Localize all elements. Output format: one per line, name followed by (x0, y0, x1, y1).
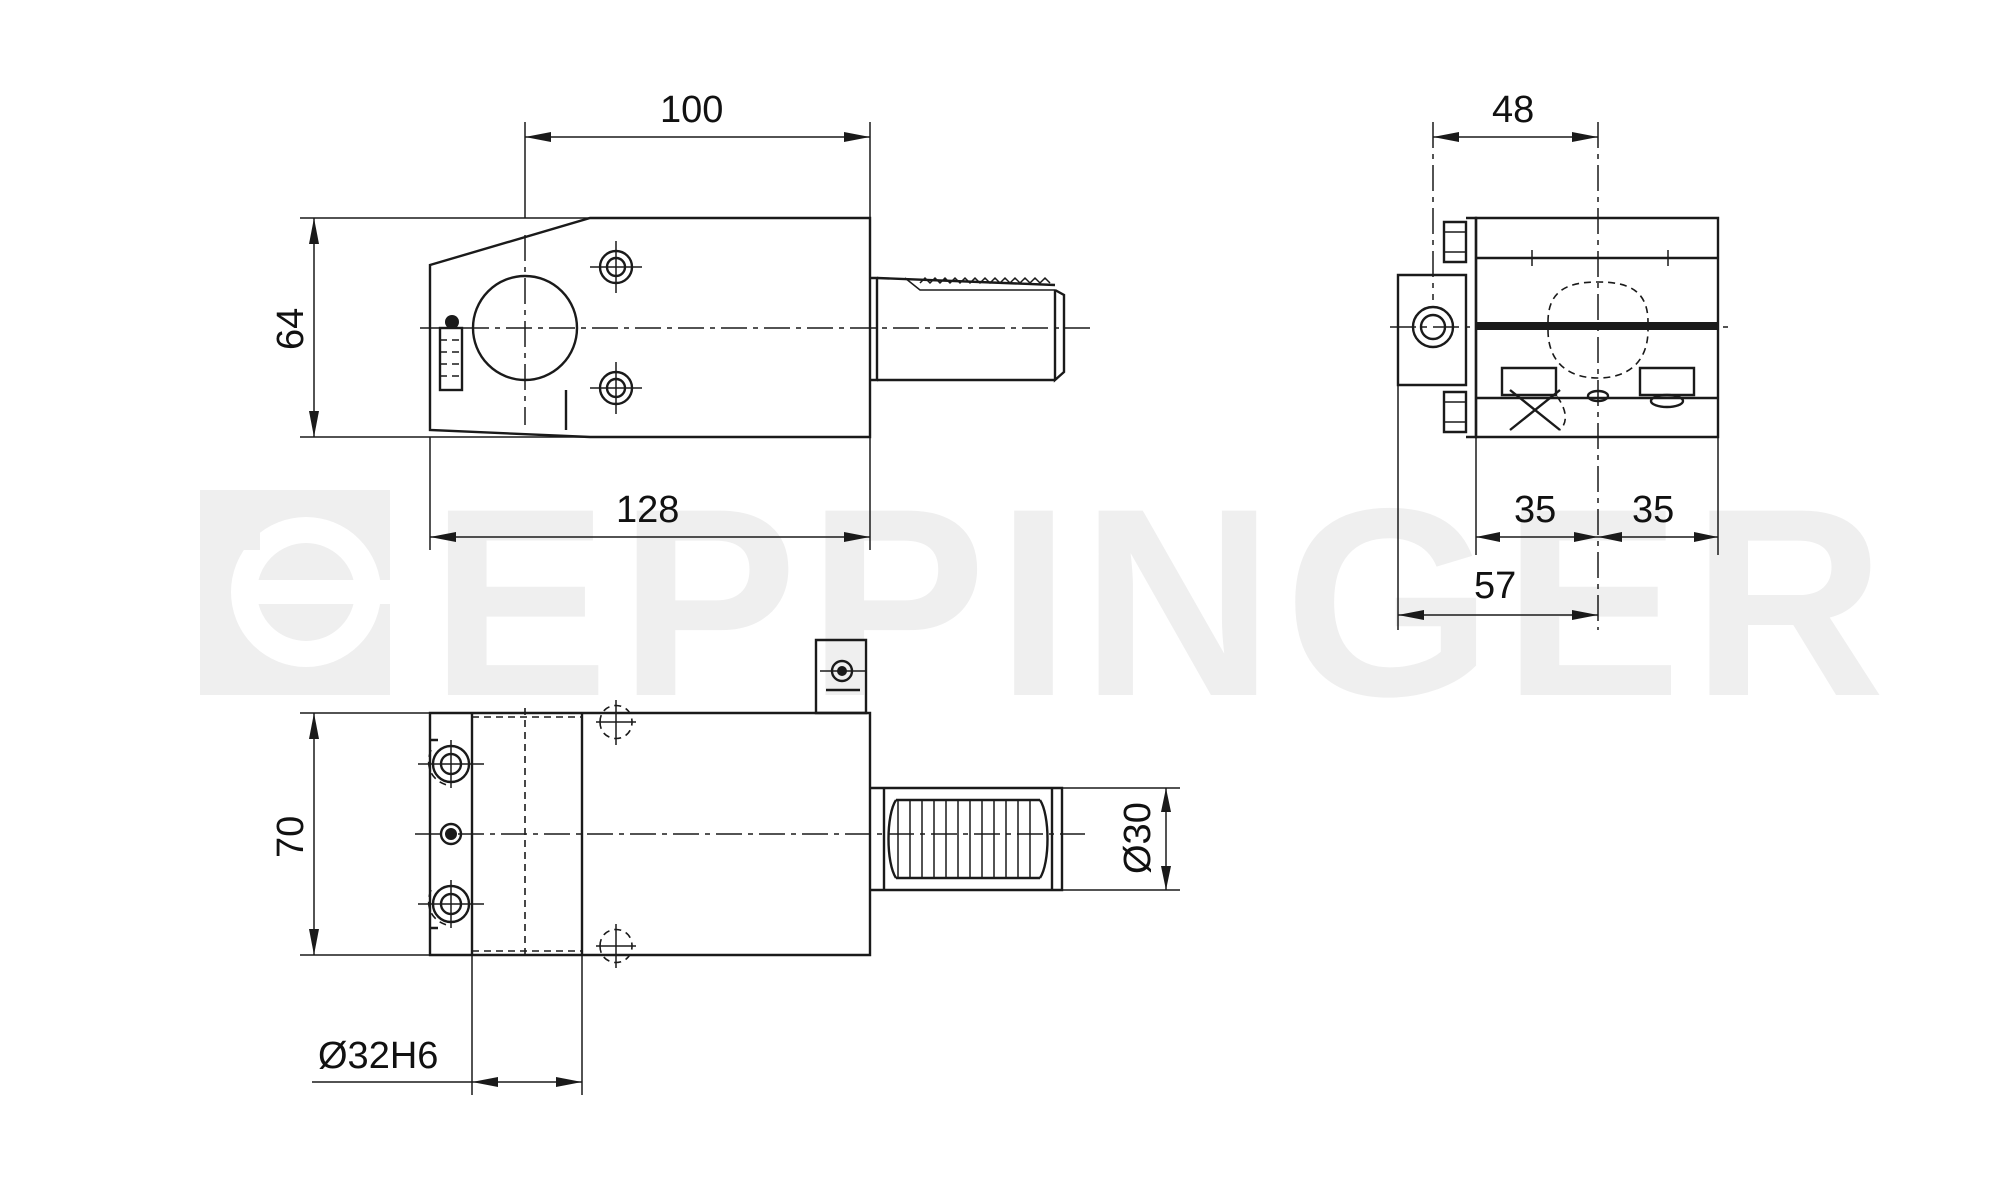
dim-128-label: 128 (616, 489, 679, 531)
front-mounting-hole-bottom (590, 362, 642, 414)
top-screw-upper (418, 740, 484, 788)
end-clamp-right (1638, 366, 1696, 409)
dim-48: 48 (1433, 89, 1598, 142)
dim-100-label: 100 (660, 89, 723, 131)
dim-64-label: 64 (270, 308, 312, 350)
dim-57: 57 (1398, 565, 1598, 620)
watermark: EPPINGER (200, 452, 1895, 752)
front-view: 100 64 128 (270, 89, 1090, 550)
top-view: 70 Ø30 Ø32H6 (270, 638, 1180, 1095)
end-view: 48 35 35 57 (1390, 89, 1730, 630)
dim-d30-label: Ø30 (1117, 802, 1159, 874)
dim-128: 128 (430, 489, 870, 542)
front-shank (870, 276, 1066, 383)
end-clamp-left (1500, 366, 1561, 431)
top-shank (870, 786, 1064, 892)
dim-100: 100 (525, 89, 870, 142)
watermark-text: EPPINGER (430, 452, 1895, 752)
top-hidden-hole-lower (596, 924, 636, 968)
top-screw-lower (418, 880, 484, 928)
dim-64: 64 (270, 218, 319, 437)
top-hidden-hole-upper (596, 700, 636, 745)
top-body-outline (428, 711, 872, 957)
dim-d32h6-label: Ø32H6 (318, 1035, 438, 1077)
dim-d30: Ø30 (1117, 788, 1171, 890)
dim-35-left-label: 35 (1514, 489, 1556, 531)
dim-35-left: 35 (1476, 489, 1598, 542)
watermark-logo-icon (200, 490, 396, 695)
dim-48-label: 48 (1492, 89, 1534, 131)
dim-35-right-label: 35 (1632, 489, 1674, 531)
dim-35-right: 35 (1598, 489, 1718, 542)
dim-57-label: 57 (1474, 565, 1516, 607)
top-mounting-block (814, 638, 868, 715)
dim-70: 70 (270, 713, 319, 955)
front-mounting-hole-top (590, 241, 642, 293)
dim-d32h6: Ø32H6 (312, 1035, 582, 1087)
dim-70-label: 70 (270, 816, 312, 858)
front-clamp-screw (438, 315, 464, 392)
